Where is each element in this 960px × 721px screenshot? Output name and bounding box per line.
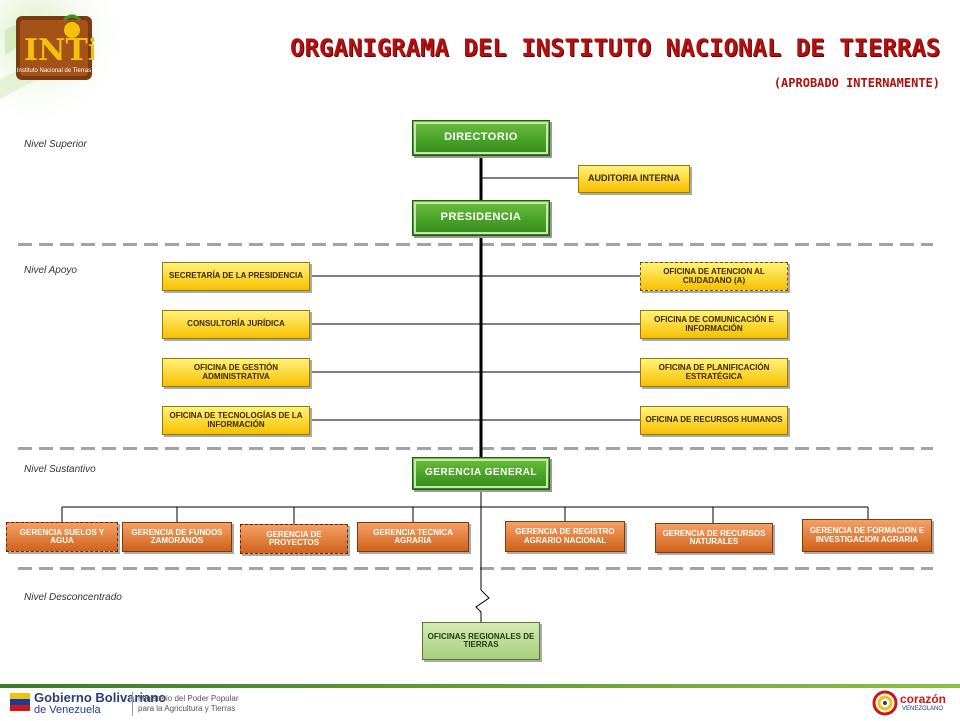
box-presidencia: PRESIDENCIA [412, 200, 550, 236]
svg-text:INTi: INTi [24, 33, 94, 68]
box-gerencia-formacion-investigacion: GERENCIA DE FORMACION E INVESTIGACION AG… [802, 519, 932, 552]
box-gerencia-proyectos: GERENCIA DE PROYECTOS [240, 524, 348, 554]
box-consultoria-juridica: CONSULTORÍA JURÍDICA [162, 310, 310, 339]
footer-divider [132, 692, 133, 716]
svg-text:Instituto Nacional de Tierras: Instituto Nacional de Tierras [17, 68, 91, 74]
corazon-line1: corazón [900, 692, 947, 706]
level-label-sustantivo: Nivel Sustantivo [24, 464, 96, 475]
level-label-desconcentrado: Nivel Desconcentrado [24, 592, 122, 603]
box-planificacion-estrategica: OFICINA DE PLANIFICACIÓN ESTRATÉGICA [640, 358, 788, 387]
level-separator [18, 447, 933, 450]
venezuela-flag-icon [8, 690, 32, 716]
box-comunicacion-informacion: OFICINA DE COMUNICACIÓN E INFORMACIÓN [640, 310, 788, 339]
box-gerencia-suelos-agua: GERENCIA SUELOS Y AGUA [6, 522, 118, 552]
footer-band [0, 684, 960, 688]
box-oficinas-regionales: OFICINAS REGIONALES DE TIERRAS [422, 622, 540, 660]
page-title: ORGANIGRAMA DEL INSTITUTO NACIONAL DE TI… [290, 34, 941, 62]
level-separator [18, 567, 933, 570]
box-gerencia-registro-agrario: GERENCIA DE REGISTRO AGRARIO NACIONAL [505, 521, 625, 552]
box-atencion-ciudadano: OFICINA DE ATENCION AL CIUDADANO (A) [640, 262, 788, 291]
level-separator [18, 243, 933, 246]
box-recursos-humanos: OFICINA DE RECURSOS HUMANOS [640, 406, 788, 435]
box-auditoria-interna: AUDITORIA INTERNA [578, 165, 690, 193]
gov-name-line1: Gobierno Bolivariano [34, 690, 167, 705]
box-gerencia-recursos-naturales: GERENCIA DE RECURSOS NATURALES [655, 523, 773, 553]
box-gestion-administrativa: OFICINA DE GESTIÓN ADMINISTRATIVA [162, 358, 310, 387]
level-label-superior: Nivel Superior [24, 139, 87, 150]
box-gerencia-general: GERENCIA GENERAL [412, 457, 550, 490]
box-gerencia-fundos-zamoranos: GERENCIA DE FUNDOS ZAMORANOS [122, 522, 232, 552]
inti-logo: INTi Instituto Nacional de Tierras [14, 12, 99, 84]
page-subtitle: (APROBADO INTERNAMENTE) [773, 76, 940, 90]
ministry-line1: Ministerio del Poder Popular [138, 694, 239, 703]
gov-name-line2: de Venezuela [34, 704, 101, 716]
corazon-heart-icon [872, 690, 898, 716]
footer: Gobierno Bolivariano de Venezuela Minist… [0, 688, 960, 720]
ministry-line2: para la Agricultura y Tierras [138, 704, 236, 713]
level-label-apoyo: Nivel Apoyo [24, 265, 77, 276]
corazon-line2: VENEZOLANO [902, 706, 944, 712]
box-tecnologias-informacion: OFICINA DE TECNOLOGÍAS DE LA INFORMACIÓN [162, 406, 310, 435]
box-directorio: DIRECTORIO [412, 120, 550, 156]
box-gerencia-tecnica-agraria: GERENCIA TECNICA AGRARIA [357, 522, 469, 552]
box-secretaria-presidencia: SECRETARÍA DE LA PRESIDENCIA [162, 262, 310, 291]
